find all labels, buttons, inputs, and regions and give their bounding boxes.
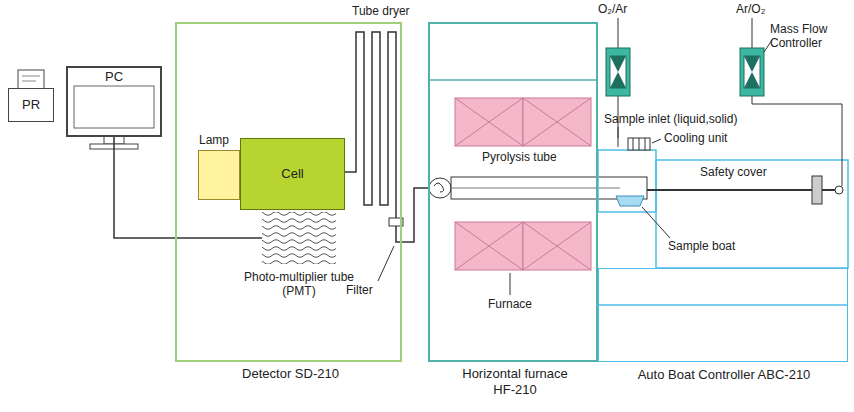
cooling-unit	[628, 138, 650, 150]
leader-line	[642, 207, 670, 238]
pmt-label: Photo-multiplier tube (PMT)	[239, 270, 359, 299]
part-label: Sample boat	[668, 239, 735, 253]
boat-rod	[822, 189, 836, 191]
controller-divider	[598, 304, 848, 306]
boat-rod	[647, 189, 812, 191]
part-label: Filter	[346, 283, 373, 297]
lamp-box: Lamp	[198, 150, 240, 200]
computer-label: PC	[105, 69, 123, 135]
pmt-box: Photo-multiplier tube (PMT)	[262, 212, 336, 264]
part-label: Pyrolysis tube	[482, 150, 557, 164]
part-label: Ar/O₂	[736, 2, 765, 16]
part-label: Furnace	[488, 297, 532, 311]
part-label: Sample inlet (liquid,solid)	[604, 112, 737, 126]
cell-label: Cell	[281, 166, 303, 182]
controller-panel: Auto Boat Controller ABC-210	[598, 268, 848, 362]
paper-line	[22, 76, 40, 77]
sample-inlet-box	[598, 150, 656, 212]
safety-cover	[656, 160, 848, 268]
leader-line	[378, 246, 394, 281]
part-label: Safety cover	[700, 165, 767, 179]
detector-label: Detector SD-210	[177, 366, 404, 382]
detector-panel: Detector SD-210LampCellPhoto-multiplier …	[175, 22, 402, 362]
lamp-label: Lamp	[199, 133, 229, 147]
monitor-screen	[74, 86, 154, 128]
printer-paper	[18, 70, 44, 90]
printer-label: PR	[22, 97, 40, 113]
tube-dryer-coil	[345, 32, 396, 218]
part-label: Tube dryer	[352, 4, 410, 18]
sample-boat	[616, 196, 644, 206]
bulb-swirl	[434, 183, 444, 192]
part-label: Cooling unit	[664, 131, 727, 145]
pmt-pattern	[262, 212, 336, 264]
leader-line	[510, 273, 511, 295]
furnace-label: Horizontal furnace HF-210	[450, 366, 580, 397]
cell-box: Cell	[240, 138, 345, 210]
mass-flow-controller	[606, 48, 764, 96]
paper-line	[22, 81, 36, 82]
controller-label: Auto Boat Controller ABC-210	[599, 367, 849, 383]
furnace-divider	[428, 79, 598, 81]
computer-monitor: PC	[66, 66, 162, 137]
gas-line	[752, 18, 753, 48]
gas-line	[618, 18, 619, 48]
leader-line	[652, 139, 661, 143]
rod-handle	[812, 176, 822, 204]
part-label: O₂/Ar	[598, 2, 627, 16]
inner-tube	[451, 188, 620, 189]
part-label: Mass Flow Controller	[770, 22, 850, 51]
printer-box: PR	[8, 88, 54, 122]
tube-bulb	[429, 178, 451, 198]
rod-knob	[835, 186, 843, 194]
